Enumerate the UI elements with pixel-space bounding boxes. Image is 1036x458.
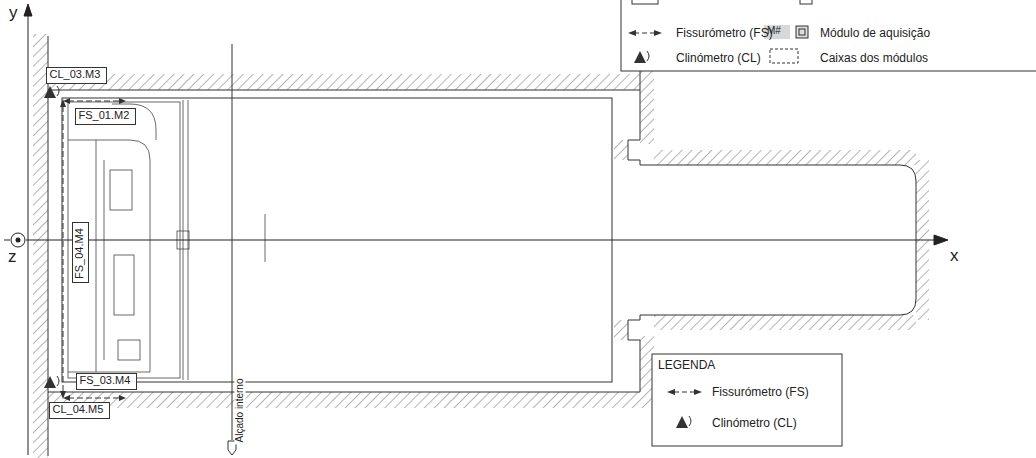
legend-text: Clinómetro (CL) (712, 416, 797, 430)
wall-hatching (654, 315, 916, 330)
interior-detail (118, 340, 140, 360)
legend-text: Caixas dos módulos (820, 51, 928, 65)
crackmeter-symbol (63, 395, 126, 401)
wall-hatching (48, 392, 652, 408)
crackmeter-symbol (68, 101, 120, 102)
crackmeter-symbol (63, 98, 126, 104)
sensor-tag: FS_03.M4 (76, 373, 137, 390)
arrowhead (24, 4, 32, 16)
wall-outline (48, 36, 916, 456)
legend-entry: Módulo de aquisição (820, 26, 930, 40)
clinometer-symbol (57, 376, 59, 386)
arrowhead (119, 98, 126, 104)
drawing-label: y (9, 4, 18, 23)
sensor-label: CL_04.M5 (53, 403, 106, 416)
crackmeter-symbol (674, 392, 696, 393)
wall-hatching (48, 74, 640, 90)
sensor-symbols (44, 86, 126, 401)
interior-detail (110, 170, 132, 210)
sensor-label: FS_03.M4 (80, 374, 133, 387)
legend-text: Módulo de aquisição (820, 26, 930, 40)
legend-entry: Clinómetro (CL) (676, 51, 761, 65)
clinometer-symbol (44, 86, 56, 98)
clinometer-symbol (676, 416, 688, 428)
z-axis-symbol (16, 238, 21, 243)
legend-entry: Fissurómetro (FS) (676, 26, 773, 40)
z-axis-symbol (11, 233, 25, 247)
interior-detail (114, 255, 134, 315)
legend-panel (621, 0, 1036, 71)
legend-entry: Caixas dos módulos (820, 51, 928, 65)
wall-hatching (614, 140, 628, 160)
arrowhead (654, 30, 662, 36)
sensor-tag: CL_04.M5 (49, 402, 110, 419)
interior-detail (265, 214, 266, 262)
clinometer-symbol (689, 416, 691, 426)
section-line (232, 44, 233, 440)
x-axis (26, 240, 938, 241)
arrowhead (934, 235, 948, 245)
arrowhead (694, 389, 702, 395)
clinometer-symbol (634, 51, 646, 63)
sensor-label: CL_03.M3 (50, 68, 103, 81)
drawing-label: x (950, 247, 959, 266)
wall-hatching (640, 64, 654, 144)
arrowhead (667, 389, 675, 395)
clinometer-symbol (44, 376, 56, 388)
wall-outline (48, 90, 900, 165)
sensor-label: FS_01.M2 (79, 109, 132, 122)
x-axis (4, 240, 10, 241)
clinometer-symbol (44, 376, 59, 388)
legend-entry: Clinómetro (CL) (712, 416, 797, 430)
arrowhead (60, 391, 66, 399)
drawing-label: z (8, 248, 17, 267)
crackmeter-symbol (68, 398, 120, 399)
legend-entry: Fissurómetro (FS) (712, 385, 809, 399)
wall-outline (48, 36, 49, 456)
legend-panel (652, 354, 842, 446)
clinometer-symbol (57, 86, 59, 96)
interior-detail (96, 140, 97, 372)
legend-text: Fissurómetro (FS) (676, 26, 773, 40)
module-symbol (799, 29, 805, 35)
y-axis (28, 14, 29, 455)
wall-hatching (654, 150, 916, 165)
legend-text: Clinómetro (CL) (676, 51, 761, 65)
axes (4, 4, 948, 455)
legend-text: Fissurómetro (FS) (712, 385, 809, 399)
clinometer-symbol (647, 51, 649, 61)
arrowhead (119, 395, 126, 401)
drawing-label: LEGENDA (658, 359, 715, 372)
arrowhead (60, 99, 66, 107)
legend-panel (652, 354, 842, 446)
crackmeter-symbol (60, 99, 66, 399)
box-symbol (770, 49, 798, 63)
legend-panel (621, 0, 1036, 71)
sensor-label: FS_04.M4 (73, 226, 86, 279)
wall-hatching (33, 34, 929, 458)
crackmeter-symbol (63, 106, 64, 392)
sensor-tag: FS_01.M2 (75, 108, 136, 125)
interior-detail (104, 160, 105, 360)
interior-detail (68, 140, 150, 372)
clinometer-symbol (44, 86, 59, 98)
legend-symbol (632, 0, 658, 4)
module-symbol (796, 26, 808, 38)
sensor-tag: FS_04.M4 (72, 222, 89, 283)
crackmeter-symbol (634, 33, 656, 34)
arrowhead (628, 30, 636, 36)
wall-hatching (614, 320, 628, 340)
drawing-label: Alçado interno (235, 376, 246, 444)
legend-symbol (800, 0, 812, 4)
sensor-tag: CL_03.M3 (46, 67, 107, 84)
